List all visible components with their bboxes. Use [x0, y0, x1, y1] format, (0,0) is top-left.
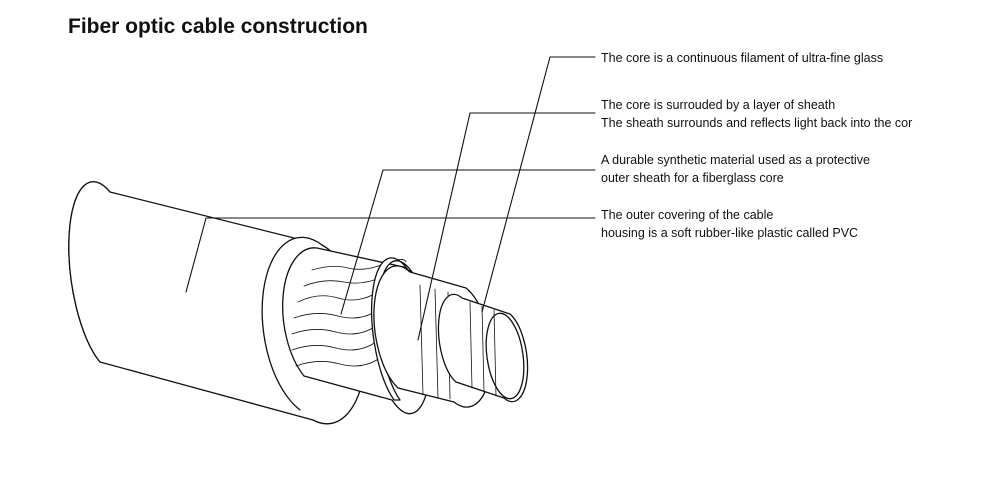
label-outer-jacket: The outer covering of the cable housing …: [601, 206, 858, 242]
label-cladding-line-2: The sheath surrounds and reflects light …: [601, 116, 913, 130]
label-cladding-line-1: The core is surrouded by a layer of shea…: [601, 98, 836, 112]
label-core-line-1: The core is a continuous filament of ult…: [601, 51, 884, 65]
label-strength-line-1: A durable synthetic material used as a p…: [601, 153, 870, 167]
leader-lines: [185, 56, 596, 341]
label-core: The core is a continuous filament of ult…: [601, 49, 883, 67]
label-strength-line-2: outer sheath for a fiberglass core: [601, 171, 784, 185]
core-lines: [469, 301, 497, 397]
leader-core: [481, 56, 596, 313]
leader-outer-jacket: [185, 217, 596, 293]
label-strength-member: A durable synthetic material used as a p…: [601, 151, 870, 187]
leader-strength-member: [340, 169, 596, 315]
label-jacket-line-1: The outer covering of the cable: [601, 208, 774, 222]
buffer-ring: [370, 257, 413, 401]
diagram-title: Fiber optic cable construction: [68, 15, 368, 38]
strength-fibers: [291, 259, 407, 367]
outer-jacket-end-cap: [68, 181, 111, 363]
glass-core: [437, 293, 529, 403]
label-jacket-line-2: housing is a soft rubber-like plastic ca…: [601, 226, 859, 240]
label-cladding: The core is surrouded by a layer of shea…: [601, 96, 912, 132]
leader-cladding: [417, 112, 596, 341]
